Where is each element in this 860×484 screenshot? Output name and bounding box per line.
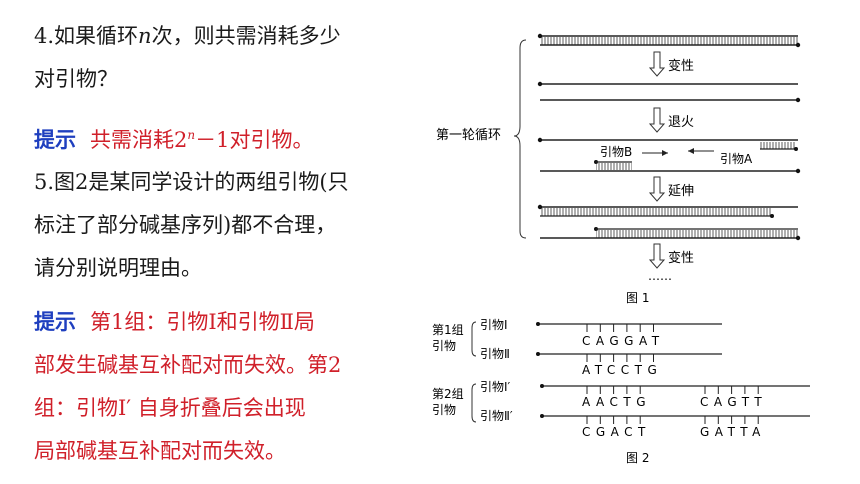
group-2-label-2: 引物	[432, 403, 456, 417]
primer-1-sequence: CAGGAT	[582, 334, 665, 348]
dna-duplex-product-2	[540, 227, 801, 241]
primer-1-label: 引物Ⅰ	[480, 318, 508, 332]
primer-1-prime-sequence-b: CAGTT	[700, 395, 767, 409]
step-extend: 延伸	[668, 184, 694, 199]
group-1-label-2: 引物	[432, 339, 456, 353]
hint-tag: 提示	[34, 127, 76, 152]
question-4-line-2: 对引物？	[34, 67, 118, 91]
group-2-label: 第2组	[432, 387, 464, 401]
answer-4: 提示共需消耗2n－1对引物。	[34, 127, 314, 152]
figure-1-caption: 图 1	[626, 291, 649, 305]
answer-5-line-1: 提示第1组：引物Ⅰ和引物Ⅱ局	[34, 309, 315, 334]
step-denature-1: 变性	[668, 58, 694, 74]
step-anneal: 退火	[668, 115, 694, 130]
question-5-line-1: 5.图2是某同学设计的两组引物(只	[34, 170, 349, 194]
primer-b	[594, 160, 632, 170]
primer-2-prime-bases	[586, 416, 759, 424]
continuation: ……	[648, 269, 672, 283]
question-4-line-1: 4.如果循环n次，则共需消耗多少	[34, 24, 341, 48]
answer-5-line-2: 部发生碱基互补配对而失效。第2	[34, 353, 342, 377]
hint-tag: 提示	[34, 309, 76, 334]
down-arrow-icon	[648, 176, 666, 202]
dna-double-strand-initial	[537, 33, 801, 48]
variable-n: n	[138, 24, 152, 48]
figure-2-caption: 图 2	[626, 451, 649, 465]
primer-1-prime-bases	[586, 386, 759, 394]
primer-1-prime-sequence-a: AACTG	[582, 395, 651, 409]
cycle-brace	[513, 39, 527, 239]
cycle-label: 第一轮循环	[436, 128, 501, 143]
group-2-brace	[471, 383, 477, 423]
primer-1-bases	[586, 324, 654, 332]
arrow-right-icon	[642, 150, 668, 156]
answer-5-line-4: 局部碱基互补配对而失效。	[34, 439, 286, 463]
question-5-line-3: 请分别说明理由。	[34, 256, 202, 280]
figure-2-primer-groups: 第1组 引物 引物Ⅰ CAGGAT 引物Ⅱ ATCCTG 第2组 引物 引物Ⅰ′…	[432, 318, 810, 465]
primer-2-prime-sequence-b: GATTA	[700, 425, 766, 439]
primer-2-prime-sequence-a: CGACT	[582, 425, 651, 439]
down-arrow-icon	[648, 51, 666, 77]
step-denature-2: 变性	[668, 250, 694, 266]
answer-5-line-3: 组：引物Ⅰ′ 自身折叠后会出现	[34, 396, 306, 420]
group-1-brace	[471, 321, 477, 357]
dna-duplex-product-1	[537, 204, 798, 218]
primer-2-bases	[586, 354, 654, 362]
down-arrow-icon	[648, 107, 666, 133]
primer-a-label: 引物A	[720, 152, 753, 166]
primer-2-prime-label: 引物Ⅱ′	[480, 409, 513, 423]
down-arrow-icon	[648, 243, 666, 269]
primer-1-prime-label: 引物Ⅰ′	[480, 380, 511, 394]
primer-2-label: 引物Ⅱ	[480, 347, 510, 361]
question-5-line-2: 标注了部分碱基序列)都不合理，	[34, 213, 337, 237]
primer-2-sequence: ATCCTG	[582, 363, 662, 377]
arrow-left-icon	[688, 148, 714, 154]
figure-1-pcr-cycle: 第一轮循环 变性 退火 引物A	[436, 33, 801, 305]
primer-a	[760, 142, 798, 151]
group-1-label: 第1组	[432, 323, 464, 337]
primer-b-label: 引物B	[600, 145, 632, 159]
